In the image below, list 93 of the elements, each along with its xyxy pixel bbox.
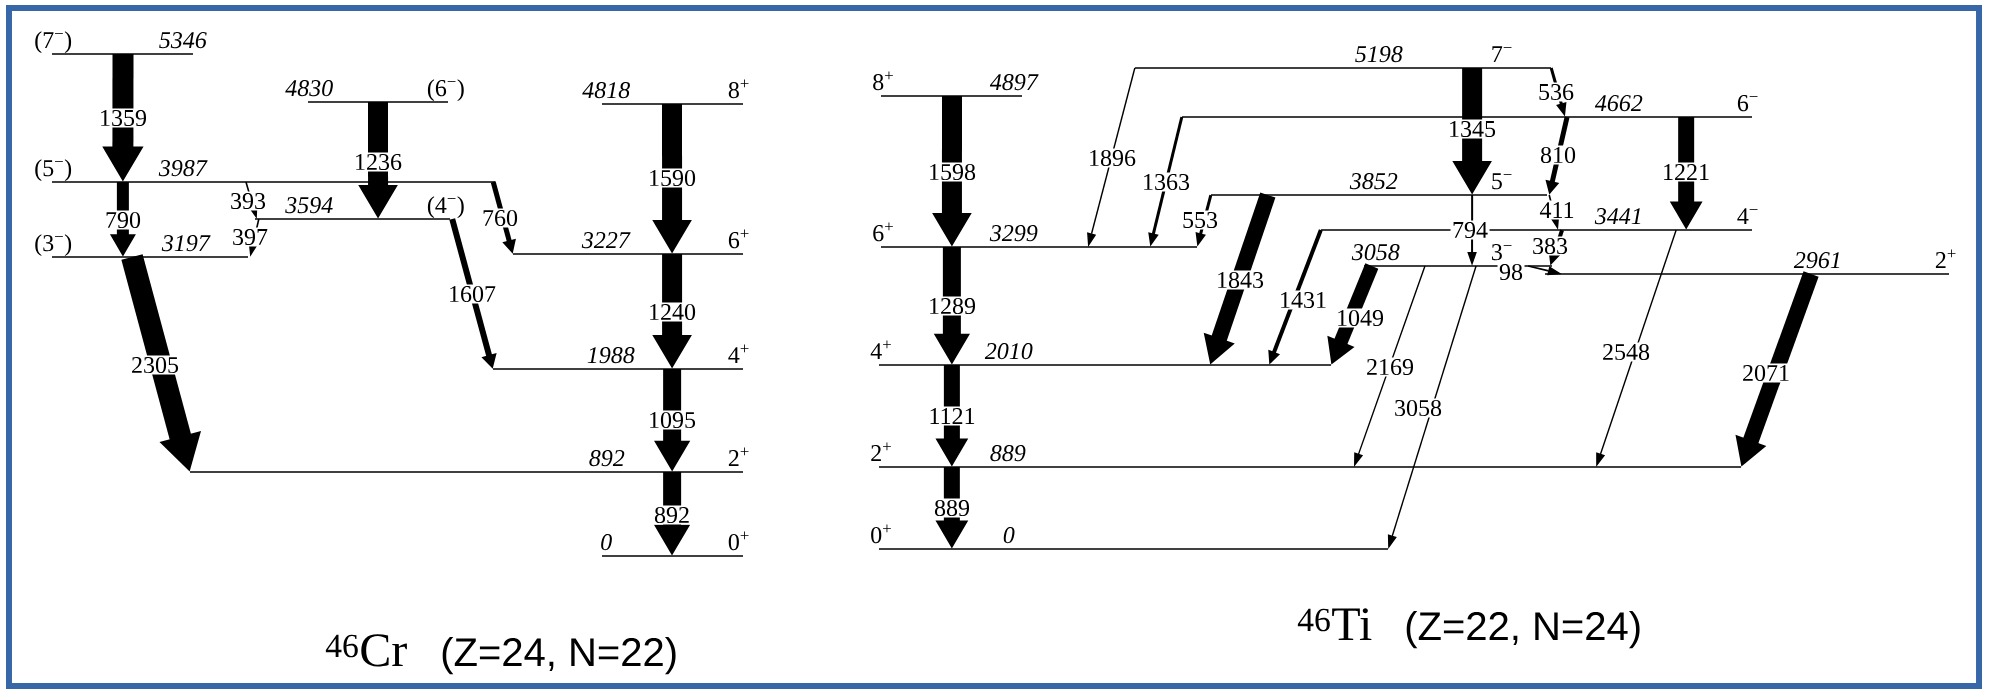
energy-level: 1988 4$^{+}$ [493, 344, 749, 370]
edge-label: 1843 [1214, 270, 1266, 290]
node-label: 892 [589, 450, 625, 467]
node-label: (6$^{−}$) [427, 79, 464, 102]
nucleon-numbers: (Z=22, N=24) [1406, 611, 1640, 649]
edge-label: 1363 [1140, 172, 1192, 192]
node-label: 1988 [587, 347, 635, 364]
energy-level: 892 2$^{+}$ [190, 447, 749, 473]
node-label: 2$^{+}$ [871, 442, 891, 462]
nuclide-symbol: $^{46}$Cr [325, 634, 407, 667]
edge-label: 397 [230, 227, 270, 247]
edge-label: 794 [1450, 220, 1490, 240]
node-label: 6$^{+}$ [873, 222, 893, 242]
edge-label: 2548 [1600, 342, 1652, 362]
energy-level: 3852 5$^{−}$ [1211, 173, 1547, 196]
node-label: 4$^{+}$ [728, 344, 749, 364]
node-label: 3987 [158, 160, 208, 177]
edge-label: 1345 [1446, 119, 1498, 139]
node-label: 2961 [1793, 252, 1840, 269]
edge-label: 2305 [129, 355, 181, 375]
edge-label: 1590 [646, 168, 698, 188]
node-label: 2010 [984, 343, 1033, 360]
edge-label: 411 [1537, 200, 1577, 220]
energy-level: 4830 (6$^{−}$) [285, 79, 464, 103]
edge-label: 2169 [1364, 357, 1416, 377]
edge-label: 889 [932, 498, 972, 518]
node-label: (5$^{−}$) [35, 159, 72, 182]
nucleon-numbers: (Z=24, N=22) [442, 637, 676, 675]
node-label: 5$^{−}$ [1492, 173, 1512, 190]
node-label: 2$^{+}$ [1935, 249, 1956, 268]
energy-level: 0 0$^{+}$ [601, 531, 749, 557]
node-label: (7$^{−}$) [35, 31, 72, 54]
node-label: 2$^{+}$ [728, 447, 749, 467]
node-label: 0$^{+}$ [728, 531, 749, 551]
edge-label: 1359 [97, 108, 149, 128]
edge-label: 1221 [1660, 162, 1712, 182]
edge-label: 1121 [926, 406, 978, 426]
energy-level: 4818 8$^{+}$ [582, 79, 749, 105]
edge-label: 810 [1538, 145, 1578, 165]
energy-level: 0$^{+}$ 0 [871, 524, 1388, 550]
node-label: 3227 [581, 232, 631, 249]
node-label: 0$^{+}$ [871, 524, 891, 544]
edge-label: 1236 [352, 152, 404, 172]
energy-level: (7$^{−}$) 5346 [35, 31, 207, 55]
edge-label: 1289 [926, 296, 978, 316]
energy-level: 8$^{+}$ 4897 [873, 71, 1039, 97]
node-label: 8$^{+}$ [728, 79, 749, 99]
edge-label: 1896 [1086, 148, 1138, 168]
edge-label: 1431 [1277, 290, 1329, 310]
node-label: 0 [1003, 527, 1015, 544]
energy-level: 2$^{+}$ 889 [871, 442, 1741, 468]
edge-label: 3058 [1392, 398, 1444, 418]
node-label: 0 [601, 534, 612, 551]
edge-label: 760 [480, 208, 520, 228]
node-label: 4830 [285, 80, 333, 97]
node-label: (4$^{−}$) [427, 196, 464, 219]
edge-label: 790 [103, 210, 143, 230]
edge-label: 383 [1530, 236, 1570, 256]
edge-label: 1095 [646, 410, 698, 430]
node-label: (3$^{−}$) [35, 234, 72, 257]
node-label: 6$^{+}$ [728, 229, 749, 249]
node-label: 4818 [582, 82, 630, 99]
node-label: 3299 [989, 225, 1038, 242]
node-label: 3594 [285, 197, 333, 214]
node-label: 4662 [1594, 95, 1643, 112]
node-label: 3852 [1349, 173, 1398, 190]
node-label: 3441 [1594, 208, 1641, 225]
edge-label: 1607 [446, 284, 498, 304]
edge-label: 553 [1180, 210, 1220, 230]
energy-level: 5198 7$^{−}$ [1135, 46, 1551, 69]
edge-label: 393 [228, 191, 268, 211]
node-label: 4$^{+}$ [870, 340, 891, 360]
edge-label: 892 [652, 505, 692, 525]
node-label: 8$^{+}$ [873, 71, 893, 91]
node-label: 7$^{−}$ [1492, 46, 1512, 62]
node-label: 889 [990, 445, 1026, 462]
edge-label: 1598 [926, 162, 978, 182]
node-label: 5346 [159, 32, 207, 49]
nuclide-symbol: $^{46}$Ti [1297, 608, 1372, 640]
node-label: 3058 [1351, 244, 1400, 261]
energy-level: 4$^{+}$ 2010 [870, 340, 1331, 366]
edge-label: 1049 [1334, 308, 1386, 328]
node-label: 3197 [161, 235, 211, 252]
node-label: 6$^{−}$ [1737, 95, 1758, 112]
node-label: 5198 [1355, 46, 1403, 63]
edge-label: 536 [1536, 82, 1576, 102]
energy-level: 3227 6$^{+}$ [513, 229, 749, 255]
node-label: 4$^{−}$ [1737, 208, 1758, 224]
edge-label: 2071 [1740, 363, 1792, 383]
node-label: 3$^{−}$ [1491, 244, 1512, 261]
edge-label: 1240 [646, 302, 698, 322]
edge-label: 98 [1497, 262, 1525, 282]
node-label: 4897 [989, 74, 1039, 91]
